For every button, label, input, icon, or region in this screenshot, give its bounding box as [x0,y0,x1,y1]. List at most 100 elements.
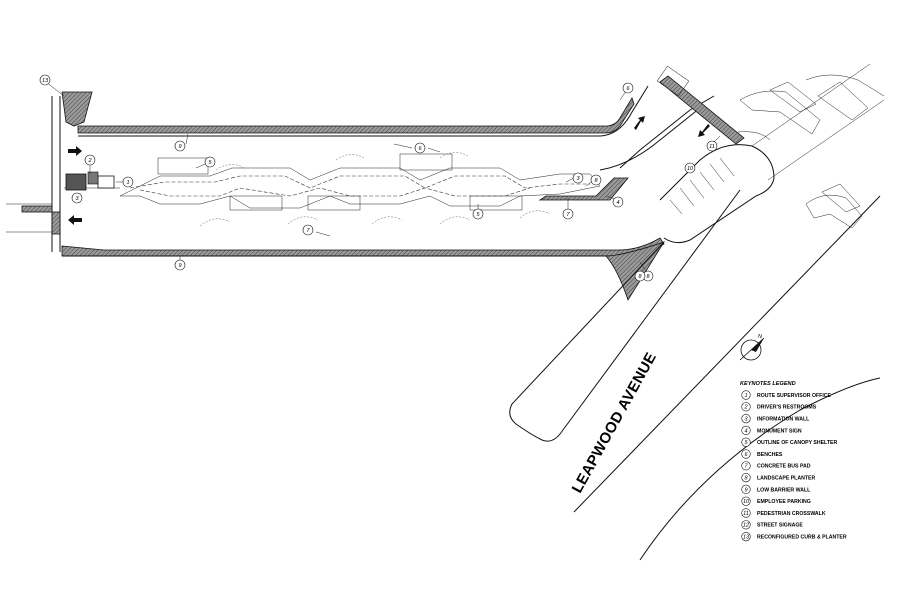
legend-number-circle [741,473,751,483]
supervisor-office [65,171,115,191]
callout-circle [612,196,624,208]
legend-number-circle [741,402,751,412]
legend-number-circle [741,461,751,471]
north-arrow: N [739,334,765,361]
callout-circle [622,82,634,94]
callout: 3 [572,172,584,184]
callout-circle [174,140,186,152]
callout-number: 8 [638,274,642,280]
island-dashed-line [129,175,590,189]
parking-area-outline [659,144,775,244]
callout-number: 3 [75,196,79,202]
callout: 7 [302,224,314,236]
landscape-planter-mid [538,177,629,201]
callout: 6 [622,82,634,94]
east-roadway-curb [599,107,701,171]
callout-number: 4 [616,200,619,206]
callout-number: 7 [566,212,570,218]
south-barrier-wall [61,237,665,257]
callout-circle [472,208,484,220]
legend-number: 3 [744,417,748,423]
island-dashed-line-2 [139,187,531,197]
legend-number-circle [741,496,751,506]
callout: 7 [562,208,574,220]
callout-circle [39,74,51,86]
legend-label: PEDESTRIAN CROSSWALK [757,511,826,517]
legend-number-circle [741,425,751,436]
legend-item: 5 OUTLINE OF CANOPY SHELTER [741,437,837,447]
legend-number: 5 [744,440,748,446]
west-wall-hatch [51,211,61,235]
legend-number: 12 [743,523,749,529]
callout-circle [562,208,574,220]
callout-circle [174,259,186,271]
legend-label: STREET SIGNAGE [757,523,803,529]
callout: 11 [706,140,718,152]
callout: 1 [122,176,134,188]
legend-label: MONUMENT SIGN [757,428,802,434]
callout-circle [84,154,96,166]
callout-circle [706,140,718,152]
north-barrier-wall [77,97,635,134]
callout: 10 [684,162,696,174]
legend-label: LANDSCAPE PLANTER [757,476,815,482]
legend-number: 7 [744,464,748,470]
callout: 9 [174,259,186,271]
callout-circle [204,156,216,168]
callout: 8 [634,270,646,282]
legend-number-circle [741,484,751,495]
legend-number: 4 [744,428,747,434]
legend-item: 13 RECONFIGURED CURB & PLANTER [741,531,847,542]
callout-circle [634,270,646,282]
west-driveway-hatch [21,205,53,213]
callout-circle [684,162,696,174]
callout: 2 [84,154,96,166]
legend-item: 3 INFORMATION WALL [741,414,810,424]
callout: 4 [612,196,624,208]
callout: 5 [204,156,216,168]
legend-number-circle [741,390,751,400]
legend-label: RECONFIGURED CURB & PLANTER [757,535,847,541]
avenue-curve-edge [639,377,881,561]
callout-number: 3 [576,176,580,182]
street-name: LEAPWOOD AVENUE [569,350,660,496]
callout-circle [590,174,602,186]
callout-number: 11 [709,144,715,150]
pedestrian-crosswalk [659,75,745,145]
booth [656,65,690,97]
legend-number: 1 [744,393,747,399]
callout-number: 1 [126,180,129,186]
legend-number: 11 [743,511,749,517]
traffic-arrows [68,116,710,225]
callout: 6 [414,142,426,154]
north-arrow-label: N [758,334,762,340]
callout: 3 [71,192,83,204]
tree-symbols [199,152,551,227]
callout-number: 5 [208,160,212,166]
legend-number: 9 [744,487,747,493]
legend-number-circle [741,414,751,424]
callout: 9 [174,140,186,152]
parking-stall-lines [669,157,735,215]
callout-circle [122,176,134,188]
legend-number: 13 [743,535,750,541]
legend-label: INFORMATION WALL [757,417,810,423]
legend-number: 8 [744,476,748,482]
north-curb-line [78,85,649,137]
avenue-east-edge [573,195,881,513]
callout: 13 [39,74,51,86]
legend-label: OUTLINE OF CANOPY SHELTER [757,440,837,446]
legend-item: 4 MONUMENT SIGN [741,425,802,436]
callout-number: 5 [476,212,480,218]
callout-number: 6 [626,86,630,92]
callout-number: 9 [178,263,181,269]
callout-number: 7 [306,228,310,234]
callout-number: 13 [42,78,49,84]
avenue-interior-edge [751,63,885,181]
callout: 8 [590,174,602,186]
legend-item: 8 LANDSCAPE PLANTER [741,473,815,483]
